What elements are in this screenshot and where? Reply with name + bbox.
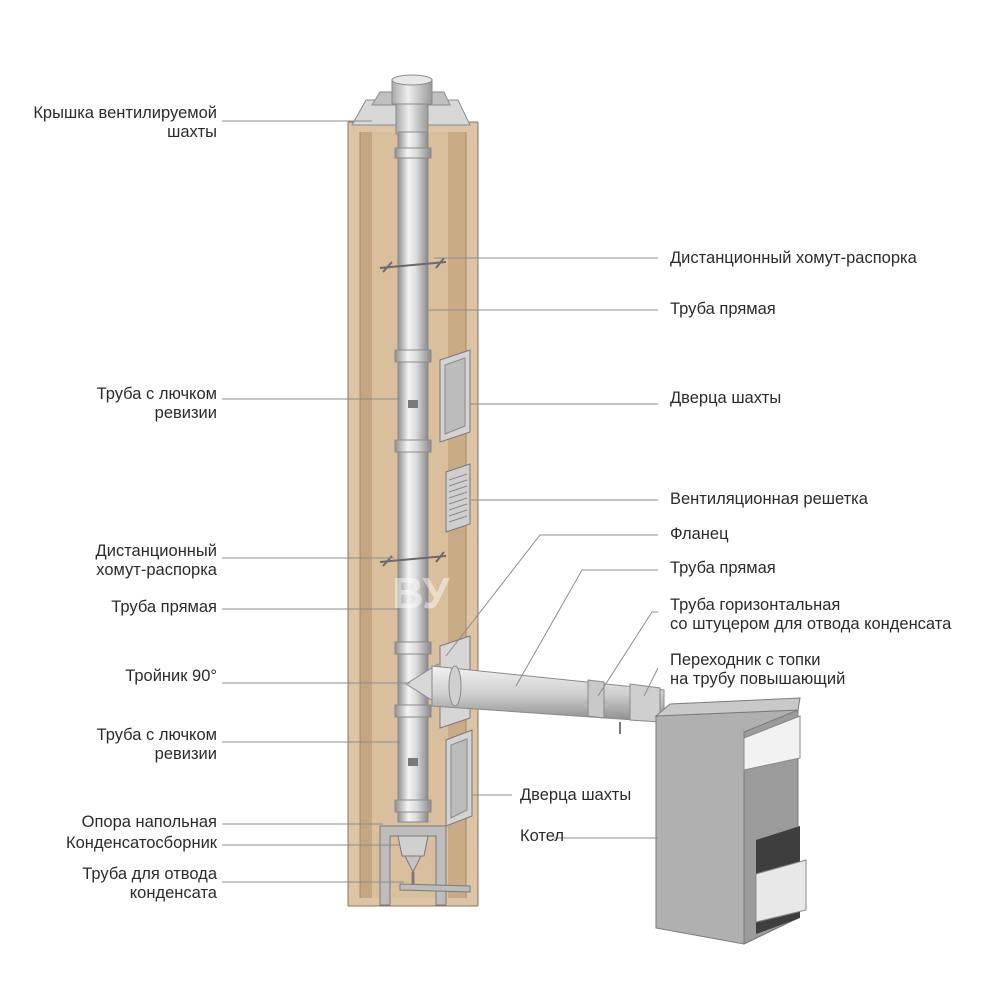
horizontal-pipe: [431, 665, 665, 734]
floor-support: [379, 825, 447, 906]
label-clamp-top: Дистанционный хомут-распорка: [670, 249, 917, 267]
label-pipe-straight-mid: Труба прямая: [111, 598, 217, 616]
condensate-drain-pipe: [399, 872, 471, 893]
watermark-text: ВУ: [392, 569, 450, 618]
shaft-door-top: [439, 349, 471, 443]
label-shaft-door-top: Дверца шахты: [670, 389, 782, 407]
vertical-pipe: [394, 131, 432, 823]
label-pipe-straight-top: Труба прямая: [670, 300, 776, 318]
label-condensate-collector: Конденсатосборник: [65, 834, 217, 852]
label-tee: Тройник 90°: [125, 667, 217, 685]
label-floor-support: Опора напольная: [81, 813, 217, 831]
label-flange: Фланец: [670, 525, 729, 543]
label-pipe-straight-horizontal: Труба прямая: [670, 559, 776, 577]
label-vent-grille: Вентиляционная решетка: [670, 490, 868, 508]
leader-lines: [222, 120, 659, 883]
boiler: [654, 697, 807, 945]
label-shaft-door-bottom: Дверца шахты: [520, 786, 632, 804]
shaft-cap: [351, 74, 471, 135]
distance-clamp-top: [379, 257, 447, 273]
shaft-door-bottom: [445, 729, 473, 827]
condensate-collector: [397, 835, 429, 874]
label-boiler: Котел: [520, 827, 565, 845]
ventilation-grille: [445, 463, 471, 533]
